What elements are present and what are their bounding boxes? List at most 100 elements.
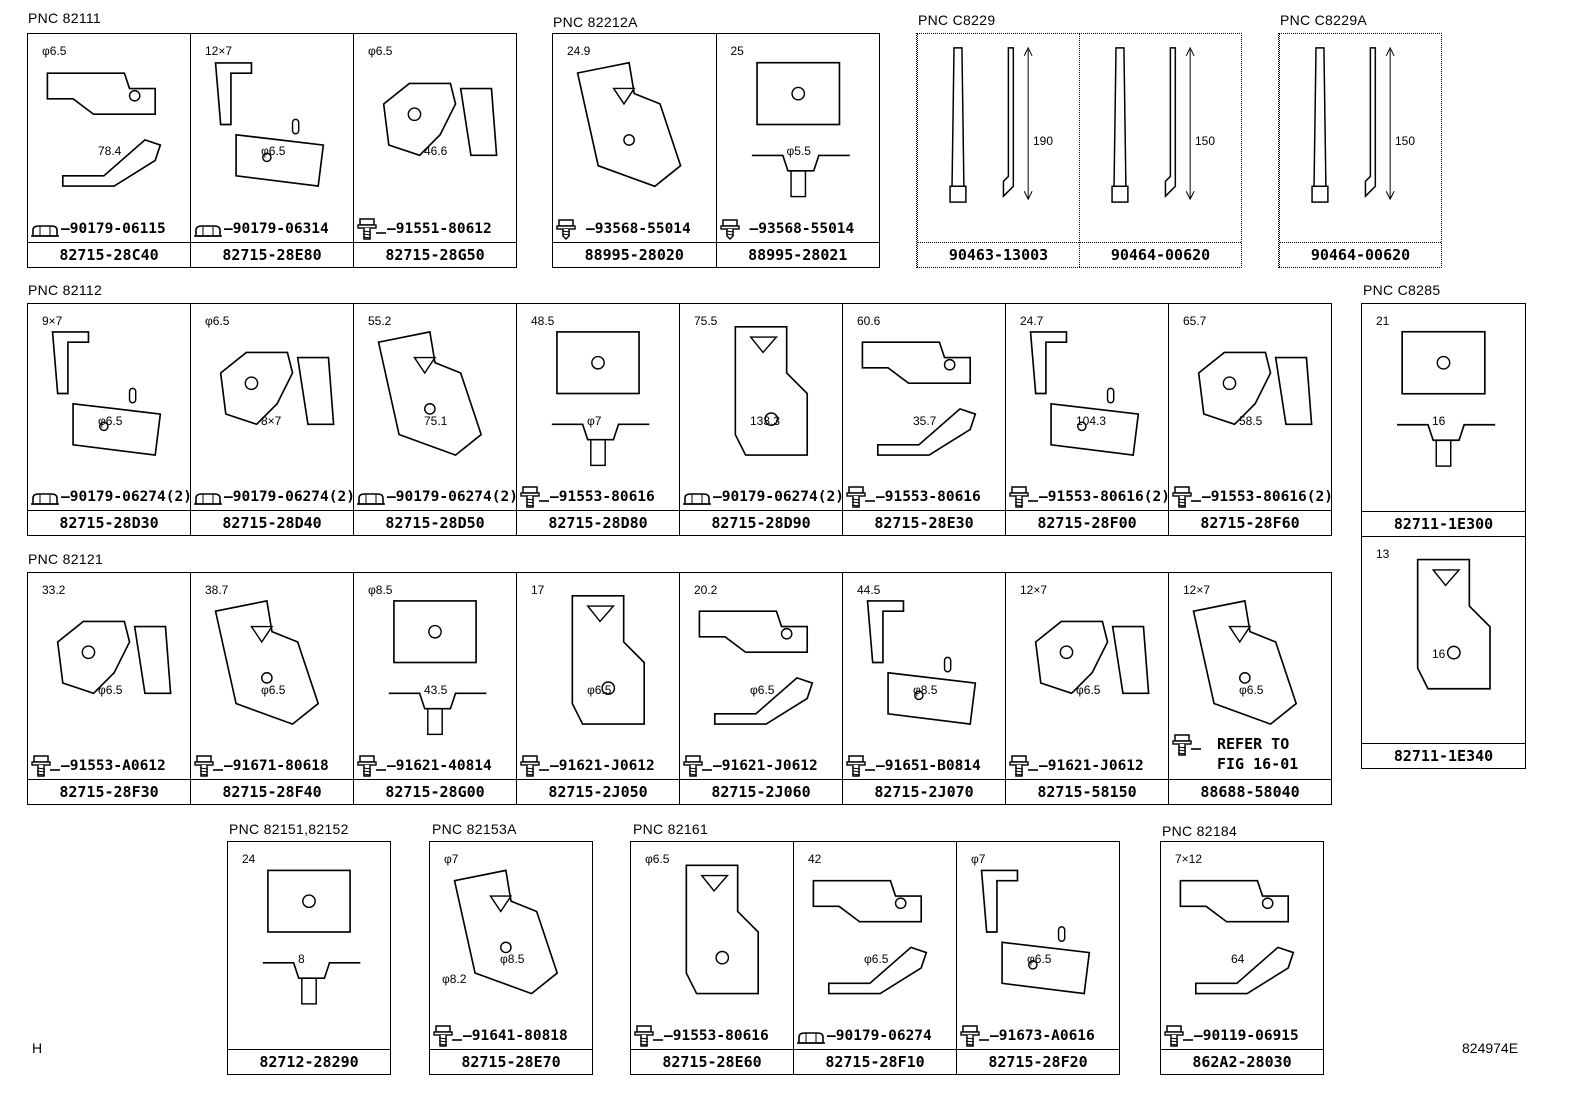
- part-number[interactable]: 82711-1E340: [1362, 743, 1525, 768]
- fastener-callout[interactable]: —91553-80616: [845, 486, 1003, 508]
- part-number[interactable]: 82715-28F60: [1169, 510, 1331, 535]
- fastener-callout[interactable]: —91621-J0612: [519, 755, 677, 777]
- figure-code: 824974E: [1462, 1040, 1519, 1056]
- part-number[interactable]: 82715-28F00: [1006, 510, 1168, 535]
- part-number[interactable]: 82715-28D40: [191, 510, 353, 535]
- part-number[interactable]: 82715-28E60: [631, 1049, 793, 1074]
- fastener-callout[interactable]: —91621-J0612: [1008, 755, 1166, 777]
- fastener-callout[interactable]: —91621-J0612: [682, 755, 840, 777]
- dimension-label: 16: [1432, 414, 1446, 428]
- fastener-callout[interactable]: —90179-06274(2): [193, 486, 355, 508]
- fastener-callout[interactable]: —90179-06274(2): [682, 486, 844, 508]
- part-number[interactable]: 82715-2J070: [843, 779, 1005, 804]
- fastener-callout[interactable]: —90179-06274: [796, 1025, 954, 1047]
- fastener-callout[interactable]: —90179-06314: [193, 218, 351, 240]
- fastener-callout[interactable]: —90179-06115: [30, 218, 188, 240]
- part-number[interactable]: 82715-28D90: [680, 510, 842, 535]
- fastener-callout[interactable]: —91621-40814: [356, 755, 514, 777]
- fastener-callout[interactable]: —91553-80616: [633, 1025, 791, 1047]
- part-number[interactable]: 82715-58150: [1006, 779, 1168, 804]
- fastener-callout[interactable]: —90119-06915: [1163, 1025, 1321, 1047]
- part-number[interactable]: 82711-1E300: [1362, 510, 1525, 536]
- part-number[interactable]: 82715-28E80: [191, 242, 353, 267]
- part-number[interactable]: 82715-28D50: [354, 510, 516, 535]
- dimension-label: 46.6: [424, 144, 448, 158]
- part-number[interactable]: 82712-28290: [228, 1049, 390, 1074]
- fastener-callout[interactable]: —90179-06274(2): [30, 486, 192, 508]
- fastener-part-number: —91551-80612: [387, 221, 492, 237]
- part-number[interactable]: 90463-13003: [918, 242, 1079, 267]
- part-number[interactable]: 82715-28E30: [843, 510, 1005, 535]
- part-number[interactable]: 90464-00620: [1280, 242, 1441, 267]
- part-number[interactable]: 88995-28021: [716, 242, 879, 267]
- fastener-callout[interactable]: —91553-80616(2): [1171, 486, 1333, 508]
- fastener-callout[interactable]: —91553-80616(2): [1008, 486, 1170, 508]
- fastener-callout[interactable]: —90179-06274(2): [356, 486, 518, 508]
- part-number[interactable]: 82715-2J060: [680, 779, 842, 804]
- fastener-callout[interactable]: —91651-B0814: [845, 755, 1003, 777]
- dimension-label: φ6.5: [98, 414, 123, 428]
- part-number[interactable]: 82715-28F40: [191, 779, 353, 804]
- fastener-callout[interactable]: —91671-80618: [193, 755, 351, 777]
- part-number[interactable]: 82715-28C40: [28, 242, 190, 267]
- part-number[interactable]: 82715-28D80: [517, 510, 679, 535]
- part-number[interactable]: 82715-28F20: [957, 1049, 1119, 1074]
- part-number[interactable]: 82715-2J050: [517, 779, 679, 804]
- part-number[interactable]: 82715-28F10: [794, 1049, 956, 1074]
- fastener-callout[interactable]: —91673-A0616: [959, 1025, 1117, 1047]
- part-number[interactable]: 82715-28G00: [354, 779, 516, 804]
- part-number[interactable]: 82715-28F30: [28, 779, 190, 804]
- fastener-part-number: —91673-A0616: [990, 1028, 1095, 1044]
- part-number[interactable]: 88688-58040: [1169, 779, 1331, 804]
- fastener-callout[interactable]: [1171, 734, 1329, 756]
- fastener-callout[interactable]: —93568-55014: [719, 218, 878, 240]
- fastener-callout[interactable]: —91641-80818: [432, 1025, 590, 1047]
- fastener-callout[interactable]: —91551-80612: [356, 218, 514, 240]
- part-number[interactable]: 82715-28G50: [354, 242, 516, 267]
- dimension-label: φ6.5: [587, 683, 612, 697]
- fastener-callout[interactable]: —93568-55014: [555, 218, 714, 240]
- fastener-part-number: —93568-55014: [749, 221, 855, 237]
- part-number[interactable]: 82715-28E70: [430, 1049, 592, 1074]
- part-number[interactable]: 88995-28020: [553, 242, 716, 267]
- part-number[interactable]: 82715-28D30: [28, 510, 190, 535]
- fastener-callout[interactable]: —91553-A0612: [30, 755, 188, 777]
- part-number[interactable]: 90464-00620: [1080, 242, 1241, 267]
- part-number[interactable]: 862A2-28030: [1161, 1049, 1323, 1074]
- fastener-callout[interactable]: —91553-80616: [519, 486, 677, 508]
